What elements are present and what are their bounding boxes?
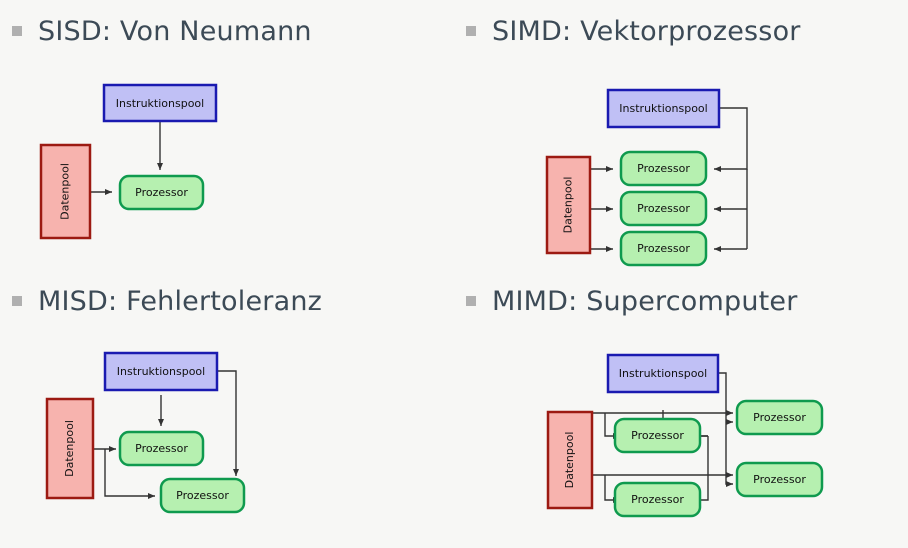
data-pool-box: Datenpool bbox=[45, 397, 95, 500]
processor-box: Prozessor bbox=[619, 190, 708, 227]
processor-label: Prozessor bbox=[631, 429, 684, 442]
instruction-pool-label: Instruktionspool bbox=[619, 102, 707, 115]
processor-box: Prozessor bbox=[735, 461, 824, 498]
instruction-pool-box: Instruktionspool bbox=[606, 88, 721, 129]
processor-box: Prozessor bbox=[613, 481, 702, 518]
processor-box: Prozessor bbox=[619, 150, 708, 187]
wire-instr-to-proc-2 bbox=[217, 370, 239, 476]
processor-box: Prozessor bbox=[613, 417, 702, 454]
quadrant-sisd: SISD: Von Neumann Instruktionspool Daten… bbox=[0, 0, 454, 270]
bullet-square-icon bbox=[12, 26, 22, 36]
data-pool-box: Datenpool bbox=[545, 155, 592, 255]
processor-label: Prozessor bbox=[753, 473, 806, 486]
wire-instr-bus-1 bbox=[714, 107, 748, 172]
processor-box: Prozessor bbox=[118, 174, 205, 211]
data-pool-box: Datenpool bbox=[546, 410, 594, 510]
page-title-sisd: SISD: Von Neumann bbox=[38, 16, 312, 47]
diagram-sisd: Instruktionspool Datenpool Prozessor bbox=[39, 83, 218, 240]
bullet-misd: MISD: Fehlertoleranz bbox=[12, 288, 322, 315]
quadrant-mimd: MIMD: Supercomputer I bbox=[454, 270, 908, 541]
processor-box: Prozessor bbox=[735, 399, 824, 436]
page-title-simd: SIMD: Vektorprozessor bbox=[492, 16, 801, 47]
processor-label: Prozessor bbox=[637, 162, 690, 175]
bullet-sisd: SISD: Von Neumann bbox=[12, 18, 312, 45]
instruction-pool-label: Instruktionspool bbox=[116, 97, 204, 110]
instruction-pool-label: Instruktionspool bbox=[619, 367, 707, 380]
processor-label: Prozessor bbox=[753, 411, 806, 424]
bullet-square-icon bbox=[466, 26, 476, 36]
instruction-pool-box: Instruktionspool bbox=[606, 353, 720, 394]
data-pool-label: Datenpool bbox=[59, 163, 72, 220]
instruction-pool-label: Instruktionspool bbox=[117, 365, 205, 378]
processor-label: Prozessor bbox=[637, 202, 690, 215]
diagram-mimd: Instruktionspool Datenpool Prozessor Pro… bbox=[546, 353, 824, 518]
bullet-square-icon bbox=[12, 296, 22, 306]
instruction-pool-box: Instruktionspool bbox=[102, 83, 218, 123]
bullet-square-icon bbox=[466, 296, 476, 306]
quadrant-misd: MISD: Fehlertoleranz Instruktionspool bbox=[0, 270, 454, 541]
page-title-misd: MISD: Fehlertoleranz bbox=[38, 286, 323, 317]
wire-data-to-proc-2 bbox=[104, 449, 155, 499]
data-pool-label: Datenpool bbox=[563, 432, 576, 489]
processor-label: Prozessor bbox=[135, 442, 188, 455]
data-pool-label: Datenpool bbox=[562, 177, 575, 234]
data-pool-box: Datenpool bbox=[39, 143, 92, 240]
instruction-pool-box: Instruktionspool bbox=[103, 351, 219, 392]
processor-label: Prozessor bbox=[176, 489, 229, 502]
processor-label: Prozessor bbox=[637, 242, 690, 255]
diagram-misd: Instruktionspool Datenpool Prozessor Pro… bbox=[45, 351, 246, 514]
processor-label: Prozessor bbox=[135, 186, 188, 199]
bullet-mimd: MIMD: Supercomputer bbox=[466, 288, 798, 315]
diagram-simd: Instruktionspool Datenpool Prozessor Pro… bbox=[545, 88, 748, 267]
processor-box: Prozessor bbox=[619, 230, 708, 267]
processor-box: Prozessor bbox=[159, 477, 246, 514]
quadrant-simd: SIMD: Vektorprozessor Instruktionspool bbox=[454, 0, 908, 270]
wire-instr-bus-right-lower bbox=[718, 372, 733, 487]
processor-label: Prozessor bbox=[631, 493, 684, 506]
bullet-simd: SIMD: Vektorprozessor bbox=[466, 18, 801, 45]
data-pool-label: Datenpool bbox=[63, 420, 76, 477]
page-title-mimd: MIMD: Supercomputer bbox=[492, 286, 798, 317]
processor-box: Prozessor bbox=[118, 430, 205, 467]
